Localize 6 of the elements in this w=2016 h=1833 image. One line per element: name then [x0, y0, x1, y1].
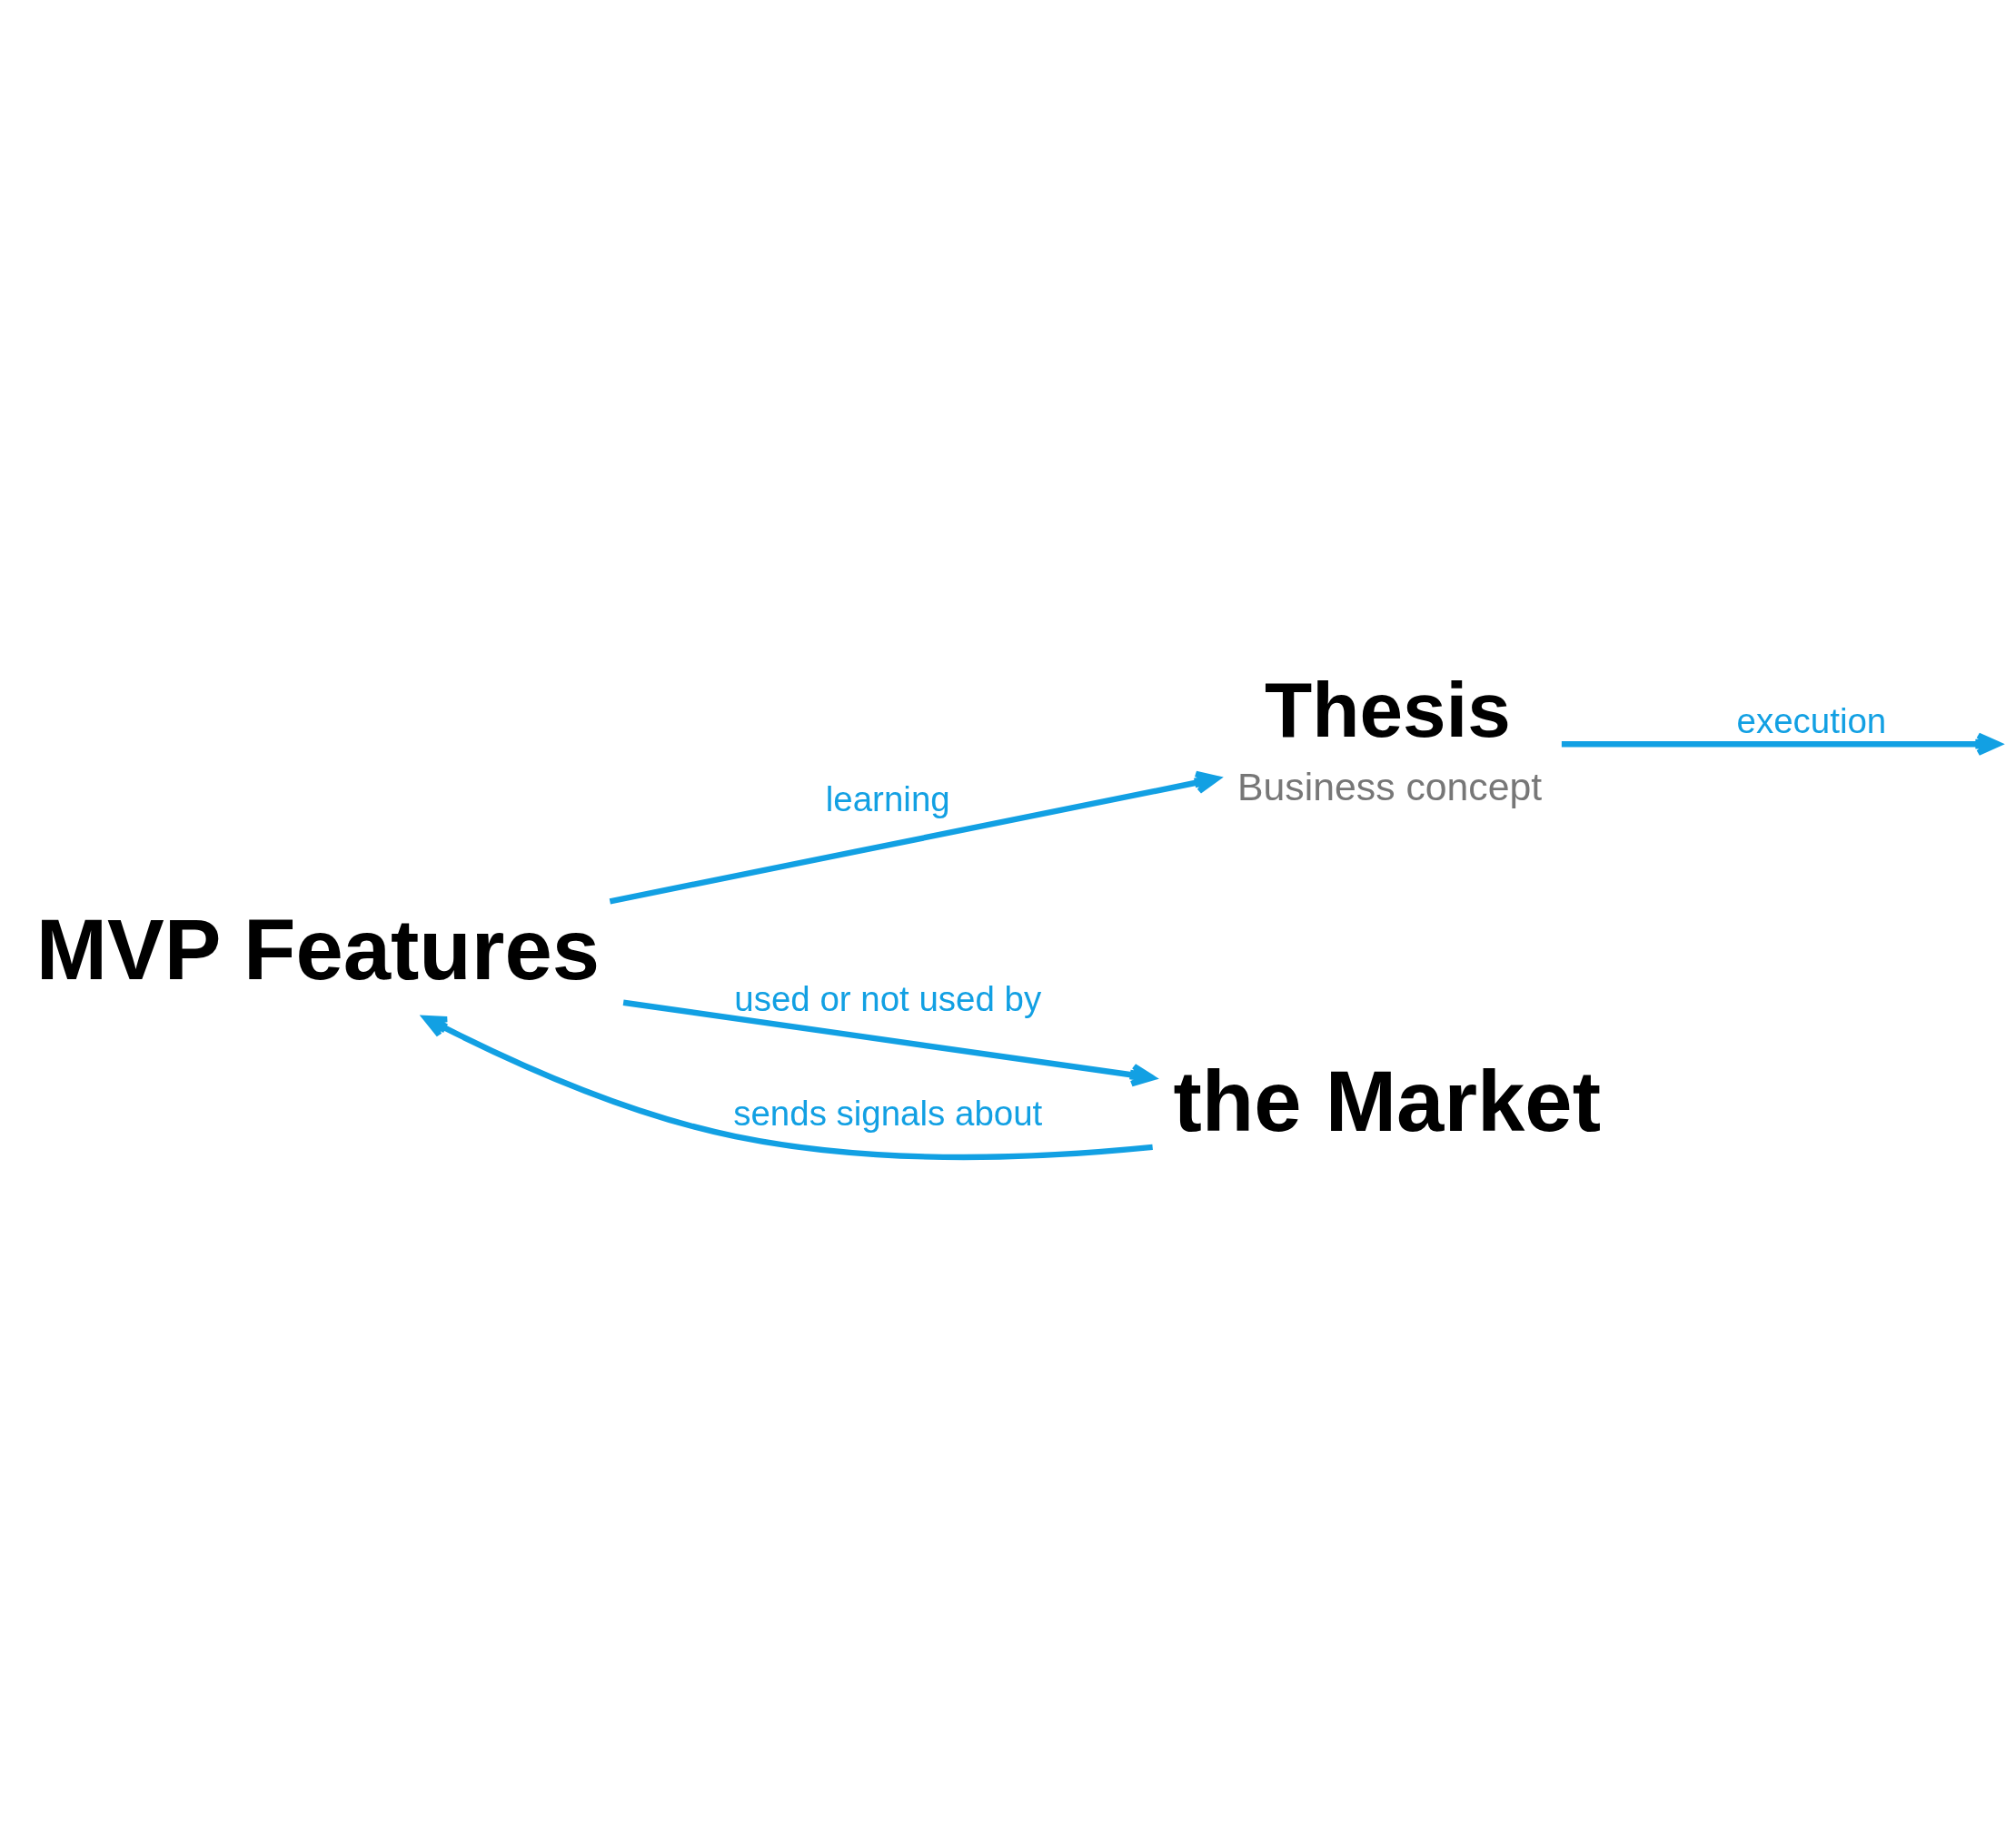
- node-text: the Market: [1173, 1053, 1601, 1149]
- node-text: Thesis Business concept: [1237, 666, 1543, 808]
- edge-label: learning: [825, 778, 950, 818]
- edge-label: execution: [1736, 700, 1887, 740]
- node-text: MVP Features: [35, 901, 601, 997]
- edge-label: sends signals about: [733, 1093, 1043, 1133]
